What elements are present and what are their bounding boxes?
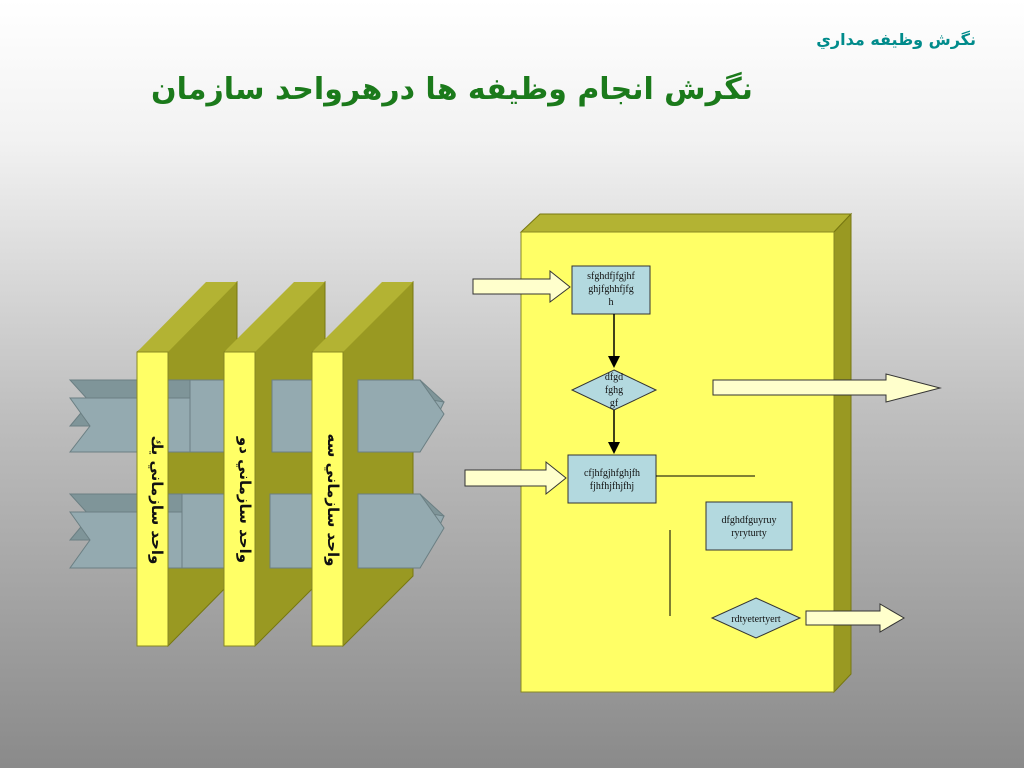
process-box-3-line-2: ryryturty	[731, 528, 767, 539]
process-box-1-line-3: h	[609, 297, 614, 308]
panel-top-face	[519, 213, 853, 233]
unit-3-top	[312, 282, 413, 352]
unit-1-front	[136, 351, 169, 647]
process-box-3	[705, 501, 793, 551]
output-arrow-1	[712, 373, 942, 403]
chevron-gap-3-top	[357, 379, 445, 453]
org-units-diagram: واحد سازماني يك واحد سازماني دو واحد ساز…	[68, 281, 445, 648]
process-box-1	[571, 265, 651, 315]
decision-diamond-2	[710, 597, 802, 639]
decision-1-line-1: dfgd	[605, 372, 623, 383]
slide-title: نگرش انجام وظيفه ها درهرواحد سازمان	[151, 72, 753, 107]
decision-1-line-2: fghg	[605, 385, 623, 396]
input-arrow-2	[464, 460, 567, 496]
unit-2-top	[224, 282, 325, 352]
process-panel: sfghdfjfgjhf ghjfghhfjfg h dfgd fghg gf …	[464, 212, 942, 694]
process-box-3-line-1: dfghdfguyruy	[722, 515, 777, 526]
chevron-gap-3-bottom	[357, 493, 445, 569]
unit-2-front	[223, 351, 256, 647]
unit-3-front	[311, 351, 344, 647]
decision-2-label: rdtyetertyert	[731, 614, 781, 625]
unit-2-label: واحد سازماني دو	[236, 436, 254, 563]
input-arrow-1	[472, 269, 571, 303]
process-box-2-line-2: fjhfhjfhjfhj	[590, 481, 634, 492]
unit-3-label: واحد سازماني سه	[324, 434, 342, 567]
unit-1-label: واحد سازماني يك	[148, 436, 166, 565]
process-box-1-line-2: ghjfghhfjfg	[588, 284, 634, 295]
process-box-2	[567, 454, 657, 504]
slide-subtitle: نگرش وظيفه مداري	[816, 30, 976, 49]
output-arrow-2	[805, 603, 905, 633]
decision-1-line-3: gf	[610, 398, 619, 409]
process-box-2-line-1: cfjhfgjhfghjfh	[584, 468, 640, 479]
unit-1-top	[137, 282, 237, 352]
process-box-1-line-1: sfghdfjfgjhf	[587, 271, 635, 282]
